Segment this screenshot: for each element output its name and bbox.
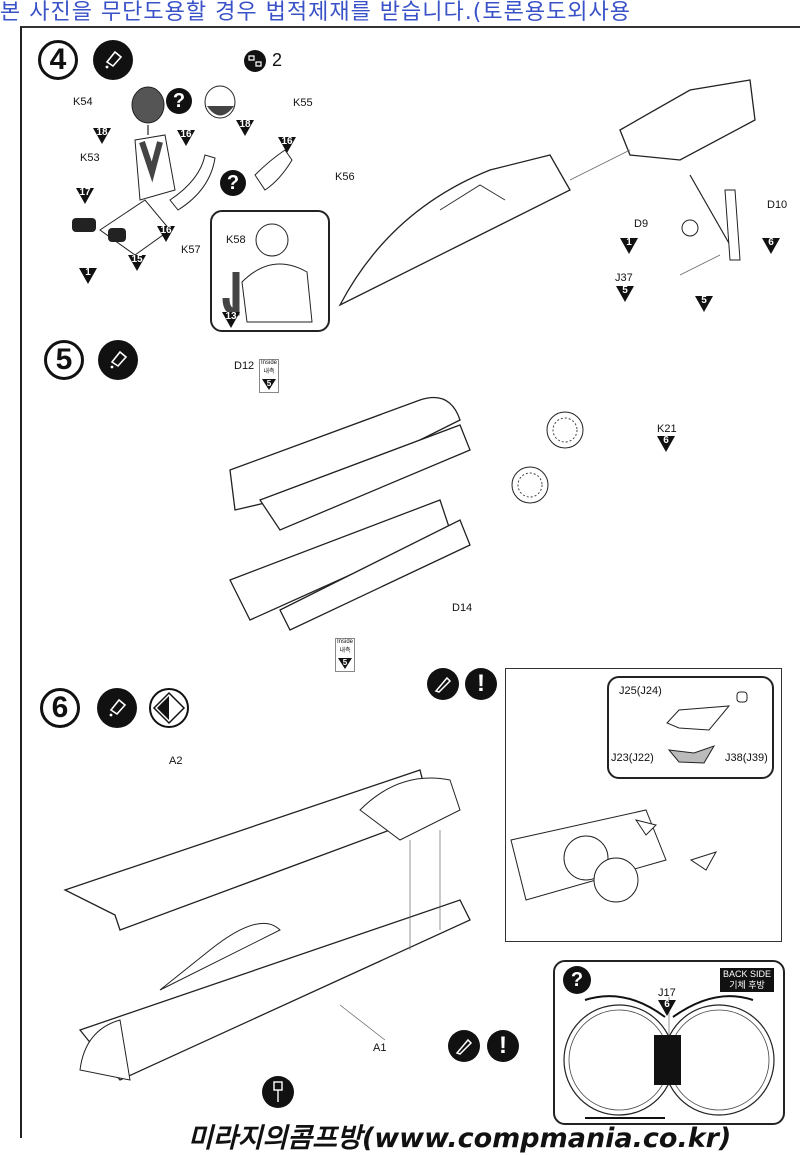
engine-nozzles-drawing: [563, 995, 775, 1119]
intake-ducts-drawing: [229, 396, 584, 631]
back-side-inset: [553, 960, 785, 1125]
part-label-j25: J25(J24): [619, 685, 662, 697]
part-label-k58: K58: [226, 234, 246, 246]
color-code-boots: 1: [79, 267, 97, 284]
fuselage-assembly-drawing: [63, 769, 471, 1081]
back-side-ko: 기체 후방: [729, 980, 765, 990]
part-label-k54: K54: [73, 96, 93, 108]
exhaust-nozzle-drawing: [510, 809, 718, 903]
part-label-k55: K55: [293, 97, 313, 109]
color-code-k54: 18: [93, 127, 111, 144]
part-label-k53: K53: [80, 152, 100, 164]
part-label-d12: D12: [234, 360, 255, 372]
inside-tag-2: Inside 내측 5: [335, 638, 355, 672]
color-code-j37: 5: [616, 285, 634, 302]
color-code-k21: 6: [657, 435, 675, 452]
step-6-number-text: 6: [51, 691, 69, 724]
color-code-k53-leg: 17: [76, 187, 94, 204]
caution-icon: !: [465, 668, 497, 700]
inside-tag-en: Inside: [260, 360, 277, 366]
part-label-k56: K56: [335, 171, 355, 183]
step-4-number: 4: [38, 40, 78, 80]
color-code-k58: 13: [222, 311, 240, 328]
part-label-a2: A2: [169, 755, 183, 767]
part-label-d9: D9: [634, 218, 649, 230]
watermark-footer: 미라지의콤프방(www.compmania.co.kr): [188, 1123, 732, 1154]
glue-icon: [93, 40, 133, 80]
color-code-j17: 6: [658, 999, 676, 1016]
k58-detail-inset: [210, 210, 330, 332]
caution-icon: !: [487, 1030, 519, 1062]
drill-icon: [262, 1076, 294, 1108]
part-label-k57: K57: [181, 244, 201, 256]
color-code-k57: 16: [157, 225, 175, 242]
pilot-hose-drawing: [222, 223, 313, 323]
choice-mark-text: ?: [226, 171, 240, 194]
color-code-inside: 5: [336, 658, 354, 674]
step-6-number: 6: [40, 688, 80, 728]
part-label-j38: J38(J39): [725, 752, 768, 764]
color-code-strut: 5: [695, 295, 713, 312]
part-label-a1: A1: [373, 1042, 387, 1054]
step-5-number-text: 5: [55, 343, 73, 376]
symmetric-icon: [149, 688, 189, 728]
inside-tag-en: Inside: [336, 639, 353, 645]
color-code-d10: 6: [762, 237, 780, 254]
cut-icon: [448, 1030, 480, 1062]
cut-icon: [427, 668, 459, 700]
color-code-d9: 1: [620, 237, 638, 254]
glue-icon: [98, 340, 138, 380]
page-frame: [20, 26, 800, 1138]
part-label-j37: J37: [615, 272, 633, 284]
part-label-j17: J17: [658, 987, 676, 999]
cockpit-seat-drawing: [338, 79, 756, 307]
color-code-k53-top: 16: [177, 129, 195, 146]
inside-tag-ko: 내측: [263, 369, 275, 375]
inside-tag: Inside 내측 5: [259, 359, 279, 393]
part-label-j23: J23(J22): [611, 752, 654, 764]
copyright-banner: 본 사진을 무단도용할 경우 법적제재를 받습니다.(토론용도외사용: [0, 0, 632, 25]
choice-mark-text: ?: [172, 89, 186, 112]
choice-icon: ?: [166, 88, 192, 114]
back-side-label: BACK SIDE 기체 후방: [720, 968, 775, 992]
choice-icon: ?: [220, 170, 246, 196]
part-label-d14: D14: [452, 602, 473, 614]
repeat-icon: [244, 50, 266, 72]
color-code-inside: 5: [260, 379, 278, 395]
back-side-en: BACK SIDE: [723, 969, 772, 979]
pitot-parts-drawing: [666, 691, 748, 764]
color-code-k55: 18: [236, 119, 254, 136]
color-code-legs: 15: [128, 254, 146, 271]
choice-mark-text: ?: [570, 968, 584, 991]
choice-icon: ?: [563, 966, 591, 994]
part-label-d10: D10: [767, 199, 788, 211]
color-code-k56: 16: [278, 136, 296, 153]
pitot-detail-inset: [607, 676, 774, 779]
step-5-number: 5: [44, 340, 84, 380]
pilot-figure-drawing: [72, 85, 293, 256]
step-4-number-text: 4: [49, 43, 67, 76]
inside-tag-ko: 내측: [339, 648, 351, 654]
quantity-count: 2: [272, 50, 283, 70]
glue-icon: [97, 688, 137, 728]
part-label-k21: K21: [657, 423, 677, 435]
